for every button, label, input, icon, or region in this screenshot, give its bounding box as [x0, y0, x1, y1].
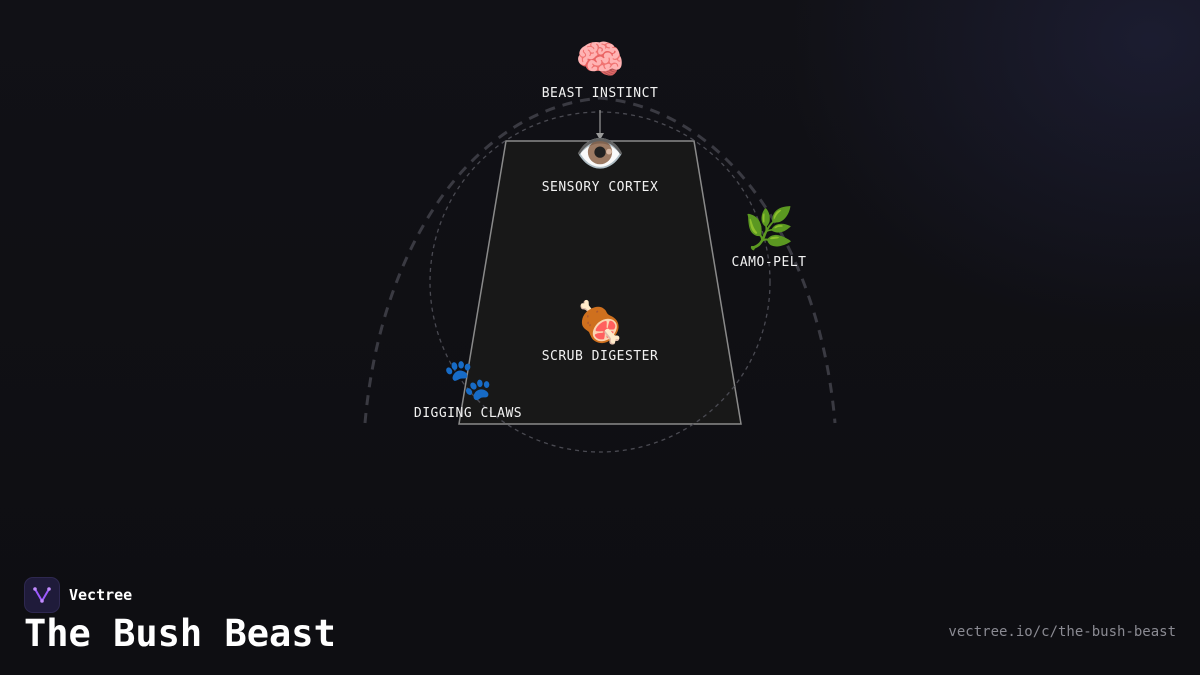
node-sensory-cortex[interactable]: 👁️ SENSORY CORTEX: [510, 130, 690, 195]
page-url[interactable]: vectree.io/c/the-bush-beast: [948, 624, 1176, 640]
edge-arrowhead: [596, 133, 604, 140]
brain-icon: 🧠: [575, 37, 625, 83]
node-label: SCRUB DIGESTER: [541, 349, 659, 364]
node-label: CAMO-PELT: [731, 255, 807, 270]
node-label: BEAST INSTINCT: [541, 86, 659, 101]
leaf-icon: 🌿: [744, 206, 794, 252]
page-title: The Bush Beast: [24, 612, 336, 655]
eye-icon: 👁️: [575, 131, 625, 177]
node-camo-pelt[interactable]: 🌿 CAMO-PELT: [679, 205, 859, 270]
paw-prints-icon: 🐾: [443, 357, 493, 403]
beast-body-trapezoid: [458, 140, 742, 425]
node-label: SENSORY CORTEX: [541, 180, 659, 195]
brand-name: Vectree: [69, 586, 133, 604]
brand[interactable]: Vectree: [24, 577, 132, 613]
node-digging-claws[interactable]: 🐾 DIGGING CLAWS: [378, 356, 558, 421]
node-beast-instinct[interactable]: 🧠 BEAST INSTINCT: [510, 36, 690, 101]
outer-dashed-arc: [363, 96, 837, 424]
node-scrub-digester[interactable]: 🍖 SCRUB DIGESTER: [510, 299, 690, 364]
meat-icon: 🍖: [575, 300, 625, 346]
node-label: DIGGING CLAWS: [413, 406, 523, 421]
vectree-logo-icon: [24, 577, 60, 613]
